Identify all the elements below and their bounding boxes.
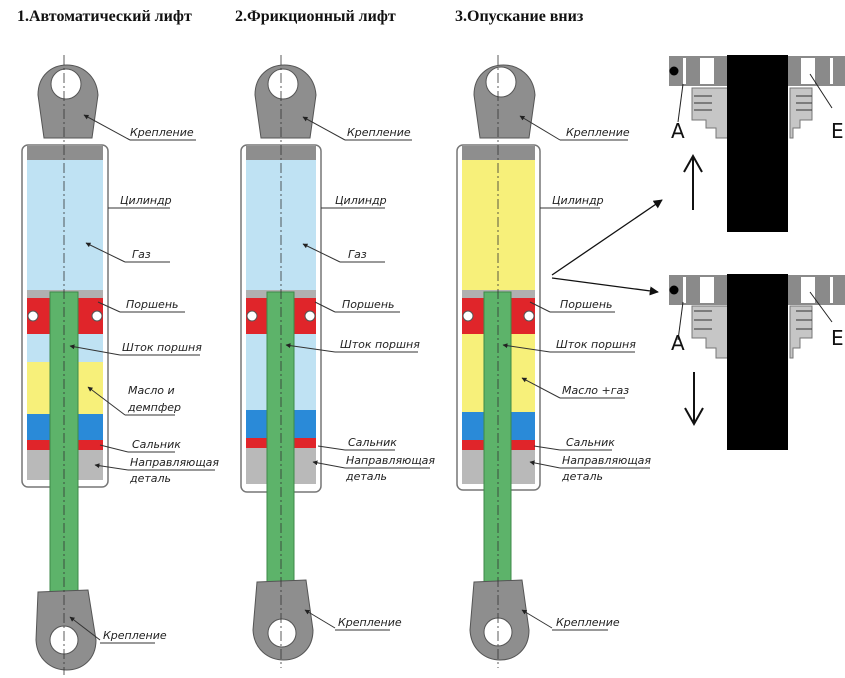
label-a-top: A: [671, 119, 685, 143]
piston-rod: [266, 291, 295, 583]
label-guide-line2: деталь: [129, 472, 171, 485]
pointer-arrow-up: [551, 199, 663, 276]
label-mount-bottom: Крепление: [338, 616, 402, 629]
gas-spring-lowering: Крепление Цилиндр Поршень Шток поршня Ма…: [456, 55, 663, 668]
label-oil-line2: демпфер: [127, 401, 181, 414]
cylinder-cap: [27, 146, 103, 160]
detail-rod: [727, 55, 788, 232]
label-mount-bottom: Крепление: [556, 616, 620, 629]
label-gas: Газ: [348, 248, 367, 261]
label-mount-top: Крепление: [130, 126, 194, 139]
label-guide-line1: Направляющая: [346, 454, 435, 467]
oil-gas-chamber: [462, 160, 535, 290]
label-e-top: E: [831, 119, 844, 143]
label-guide-line2: деталь: [345, 470, 387, 483]
label-oil-gas: Масло +газ: [562, 384, 629, 397]
title-lowering: 3.Опускание вниз: [455, 8, 584, 25]
gas-spring-automatic: Крепление Цилиндр Газ Поршень Шток поршн…: [21, 55, 219, 675]
label-guide-line2: деталь: [561, 470, 603, 483]
piston-ball: [304, 310, 316, 322]
label-rod: Шток поршня: [556, 338, 636, 351]
label-oil-line1: Масло и: [128, 384, 175, 397]
valve-housing-right: [789, 87, 813, 139]
detail-rod: [727, 274, 788, 450]
gas-chamber: [27, 160, 103, 290]
piston-ball: [91, 310, 103, 322]
top-mount-hole: [485, 66, 517, 98]
valve-detail-up: A E: [669, 55, 845, 232]
label-cylinder: Цилиндр: [552, 194, 604, 207]
piston-ball: [523, 310, 535, 322]
label-rod: Шток поршня: [340, 338, 420, 351]
label-seal: Сальник: [566, 436, 615, 449]
piston-rod: [483, 291, 512, 583]
valve-ball: [669, 66, 679, 76]
label-piston: Поршень: [342, 298, 395, 311]
cylinder-cap: [462, 146, 535, 160]
bottom-mount-hole: [267, 618, 297, 648]
label-guide-line1: Направляющая: [130, 456, 219, 469]
title-automatic-lift: 1.Автоматический лифт: [17, 8, 192, 25]
piston-ball: [246, 310, 258, 322]
label-cylinder: Цилиндр: [335, 194, 387, 207]
valve-ring-right: [788, 275, 845, 305]
label-e-bottom: E: [831, 326, 844, 350]
label-rod: Шток поршня: [122, 341, 202, 354]
label-seal: Сальник: [348, 436, 397, 449]
valve-housing-left: [691, 305, 729, 359]
label-guide-line1: Направляющая: [562, 454, 651, 467]
valve-ring-left: [669, 56, 729, 86]
top-mount-hole: [50, 68, 82, 100]
label-cylinder: Цилиндр: [120, 194, 172, 207]
top-mount-hole: [267, 68, 299, 100]
valve-ring-left: [669, 275, 729, 305]
valve-ball: [669, 285, 679, 295]
label-gas: Газ: [132, 248, 151, 261]
label-piston: Поршень: [126, 298, 179, 311]
label-mount-top: Крепление: [566, 126, 630, 139]
pointer-arrow-right: [551, 277, 659, 296]
piston-ball: [27, 310, 39, 322]
valve-ring-right: [788, 56, 845, 86]
label-a-bottom: A: [671, 331, 685, 355]
label-seal: Сальник: [132, 438, 181, 451]
valve-housing-right: [789, 305, 813, 359]
gas-spring-friction: Крепление Цилиндр Газ Поршень Шток поршн…: [240, 55, 435, 668]
label-mount-bottom: Крепление: [103, 629, 167, 642]
valve-detail-down: A E: [669, 274, 845, 450]
title-friction-lift: 2.Фрикционный лифт: [235, 8, 396, 25]
label-mount-top: Крепление: [347, 126, 411, 139]
piston-ball: [462, 310, 474, 322]
label-piston: Поршень: [560, 298, 613, 311]
